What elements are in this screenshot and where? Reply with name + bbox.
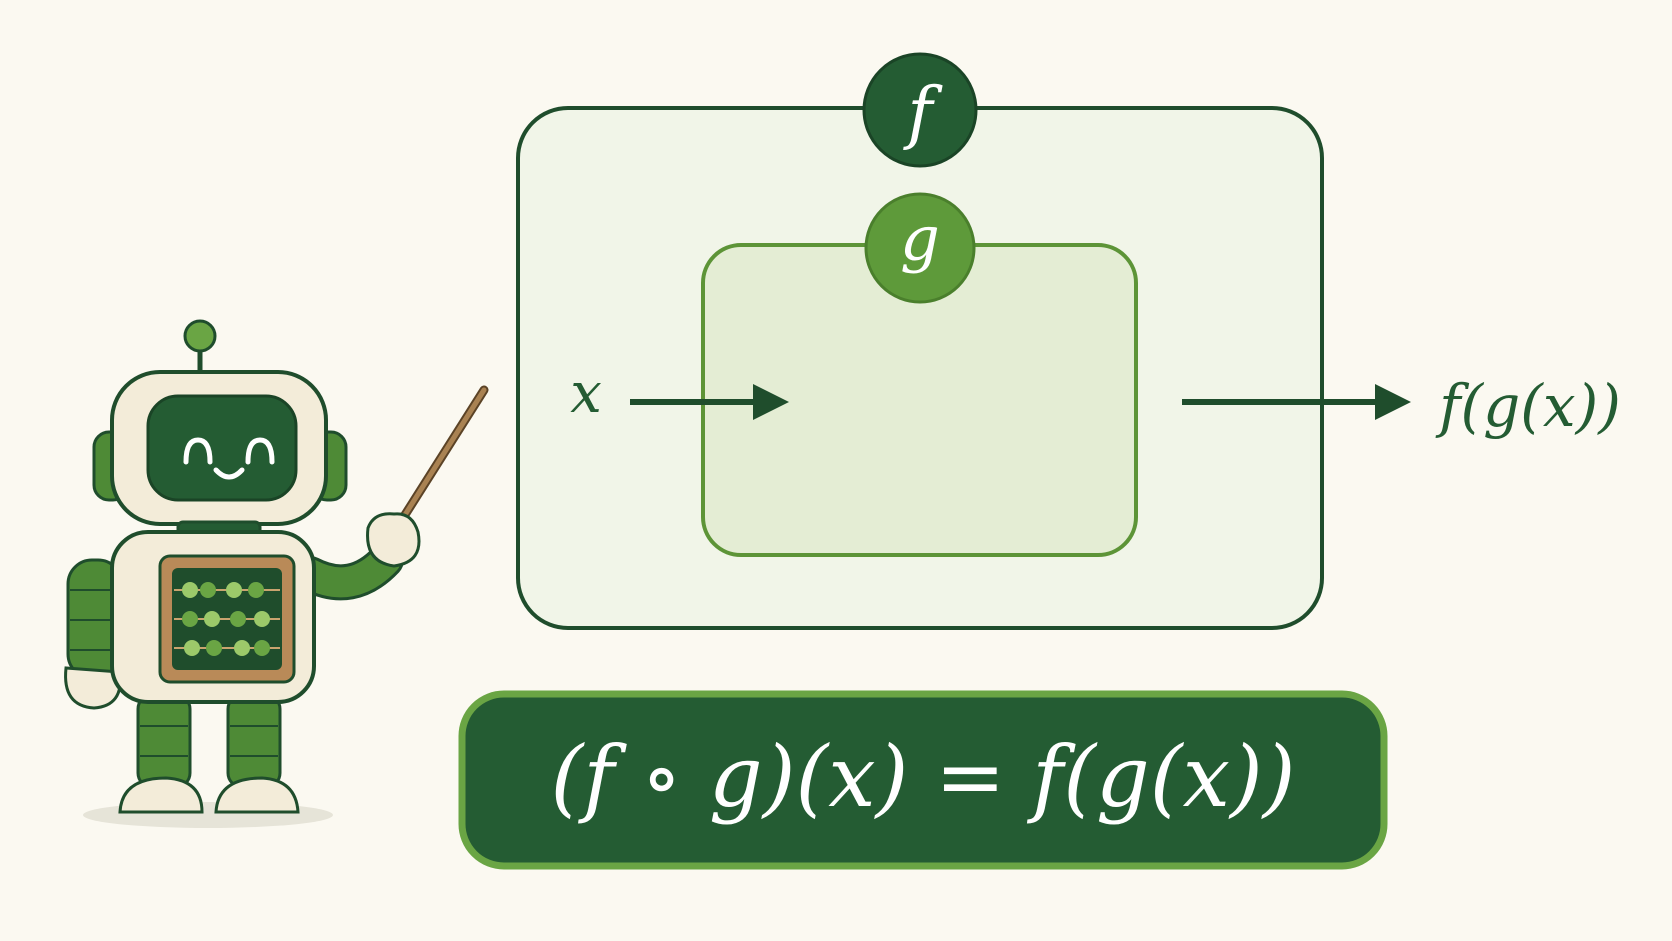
output-label: f(g(x)) [1435, 372, 1621, 440]
antenna-icon [183, 319, 217, 353]
outer-function-badge: f [862, 52, 978, 168]
inner-function-label: g [900, 202, 940, 275]
composition-formula: (f ∘ g)(x) = f(g(x)) [550, 728, 1295, 826]
formula-banner: (f ∘ g)(x) = f(g(x)) [458, 690, 1388, 870]
abacus-icon [158, 554, 296, 684]
input-label: x [570, 361, 602, 426]
inner-function-badge: g [864, 192, 976, 304]
robot-teacher-illustration [64, 319, 489, 828]
